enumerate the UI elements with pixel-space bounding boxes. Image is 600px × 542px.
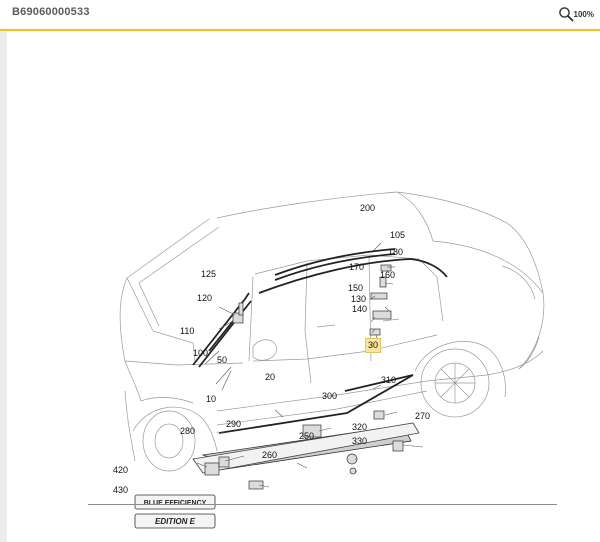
- callout-30-highlighted[interactable]: 30: [365, 338, 382, 353]
- callout-320[interactable]: 320: [352, 422, 368, 432]
- edition-badge-icon: EDITION E: [134, 513, 216, 529]
- callout-170[interactable]: 170: [349, 262, 365, 272]
- zoom-level: 100%: [573, 9, 594, 19]
- header-bar: B69060000533 100%: [0, 0, 600, 31]
- callout-20[interactable]: 20: [265, 372, 276, 382]
- blue-efficiency-badge-text: BLUE EFFICIENCY: [144, 500, 207, 507]
- callout-140[interactable]: 140: [352, 304, 368, 314]
- callout-105[interactable]: 105: [390, 230, 406, 240]
- callout-10[interactable]: 10: [206, 394, 217, 404]
- left-rail: [0, 31, 7, 542]
- callout-120[interactable]: 120: [197, 293, 213, 303]
- callout-250[interactable]: 250: [299, 431, 315, 441]
- callout-330[interactable]: 330: [352, 436, 368, 446]
- callout-310[interactable]: 310: [381, 375, 397, 385]
- callout-420[interactable]: 420: [113, 465, 129, 475]
- callout-125[interactable]: 125: [201, 269, 217, 279]
- divider: [88, 504, 557, 505]
- callout-180[interactable]: 180: [388, 247, 404, 257]
- callout-110[interactable]: 110: [180, 326, 195, 336]
- callout-160[interactable]: 160: [380, 270, 396, 280]
- zoom-button[interactable]: 100%: [558, 4, 594, 24]
- callout-130[interactable]: 130: [351, 294, 367, 304]
- vehicle-illustration: BLUE EFFICIENCY EDITION E: [119, 191, 545, 529]
- callout-150[interactable]: 150: [348, 283, 364, 293]
- document-id: B69060000533: [12, 6, 90, 18]
- callout-280[interactable]: 280: [180, 426, 196, 436]
- callout-260[interactable]: 260: [262, 450, 278, 460]
- magnifier-icon: [558, 7, 573, 22]
- callout-270[interactable]: 270: [415, 411, 431, 421]
- blue-efficiency-badge-icon: BLUE EFFICIENCY: [134, 494, 216, 510]
- callout-200[interactable]: 200: [360, 203, 376, 213]
- callout-50[interactable]: 50: [217, 355, 228, 365]
- callout-100[interactable]: 100: [193, 348, 209, 358]
- parts-diagram: BLUE EFFICIENCY EDITION E: [7, 31, 600, 542]
- callout-290[interactable]: 290: [226, 419, 242, 429]
- callout-430[interactable]: 430: [113, 485, 129, 495]
- callout-300[interactable]: 300: [322, 391, 338, 401]
- edition-badge-text: EDITION E: [155, 517, 196, 526]
